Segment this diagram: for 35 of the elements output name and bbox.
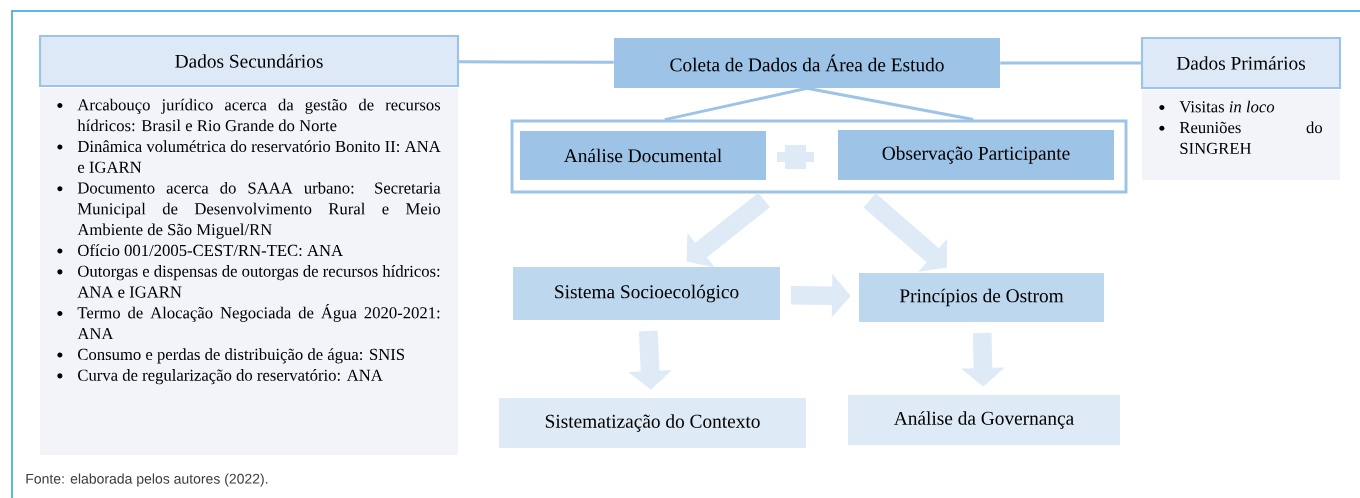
box-label: Princípios de Ostrom (899, 288, 1064, 307)
list-item: Termo de Alocação Negociada de Água 2020-2021: ANA (57, 304, 440, 340)
box-label: Sistematização do Contexto (545, 414, 760, 432)
heading-box (1140, 36, 1342, 90)
list-item: Ofício 001/2005-CEST/RN-TEC: ANA (57, 244, 343, 257)
list-item: Documento acerca do SAAA urbano: Secretaria Municipal de Desenvolvimento Rural e Meio Ambiente de São Miguel/RN (57, 181, 441, 239)
connector-line (1000, 61, 1141, 65)
process-box (859, 272, 1105, 323)
box-label: Análise Documental (564, 148, 722, 163)
process-box (499, 398, 806, 448)
connector-line (664, 86, 808, 121)
list-item: Arcabouço jurídico acerca da gestão de recursos hídricos: Brasil e Rio Grande do Norte (57, 98, 441, 132)
box-label: Dados Secundários (175, 54, 323, 68)
box-label: Dados Primários (1176, 56, 1306, 70)
process-box (614, 38, 1000, 88)
list-item: Outorgas e dispensas de outorgas de recursos hídricos: ANA e IGARN (57, 265, 440, 298)
box-label: Sistema Socioecológico (555, 284, 739, 303)
box-label: Análise da Governança (894, 411, 1074, 429)
process-box (513, 266, 780, 320)
process-box (838, 130, 1114, 180)
list-item: Dinâmica volumétrica do reservatório Bonito II: ANA e IGARN (57, 140, 441, 173)
list-item: Curva de regularização do reservatório: ANA (57, 369, 383, 385)
heading-box (38, 34, 460, 88)
list-item: Consumo e perdas de distribuição de água: SNIS (57, 348, 405, 364)
list-item: Visitas in loco (1159, 100, 1275, 113)
caption: Fonte: elaborada pelos autores (2022). (26, 473, 268, 487)
process-box (848, 395, 1120, 445)
list-item: Reuniões do SINGREH (1159, 121, 1323, 154)
connector-line (806, 86, 974, 121)
connector-line (459, 60, 614, 64)
box-label: Coleta de Dados da Área de Estudo (670, 54, 944, 72)
process-box (520, 130, 766, 180)
box-label: Observação Participante (882, 146, 1070, 164)
list-panel (1142, 90, 1340, 180)
list-panel (40, 88, 458, 455)
